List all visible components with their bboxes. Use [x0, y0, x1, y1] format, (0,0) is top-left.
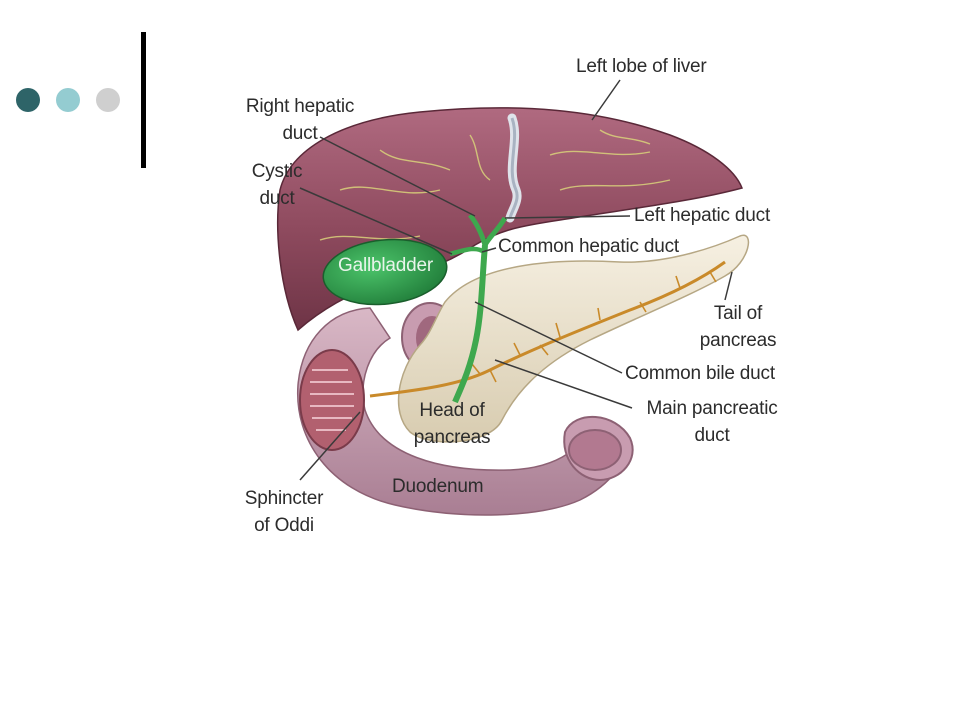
- leader-lines: [299, 79, 733, 481]
- label-main-pancreatic-duct-line1: Main pancreatic: [646, 398, 778, 419]
- anatomy-illustration: [277, 79, 750, 516]
- gallbladder-shape: [322, 238, 448, 306]
- label-duodenum: Duodenum: [392, 476, 484, 497]
- label-tail-of-pancreas-line1: Tail of: [713, 303, 763, 324]
- anatomy-figure: Left lobe of liver Right hepatic duct Cy…: [220, 40, 820, 550]
- label-left-hepatic-duct: Left hepatic duct: [634, 205, 771, 226]
- label-head-of-pancreas-line1: Head of: [419, 400, 485, 421]
- decor-dot-dark: [16, 88, 40, 112]
- label-head-of-pancreas: Head of pancreas: [402, 397, 502, 451]
- label-main-pancreatic-duct-line2: duct: [694, 425, 730, 446]
- label-cystic-duct: Cystic duct: [242, 158, 312, 212]
- label-common-hepatic-duct: Common hepatic duct: [498, 236, 680, 257]
- bile-ducts: [449, 213, 508, 404]
- label-right-hepatic-duct-line1: Right hepatic: [245, 96, 355, 117]
- label-left-lobe-of-liver: Left lobe of liver: [576, 56, 707, 77]
- label-head-of-pancreas-line2: pancreas: [413, 427, 491, 448]
- leader-tail: [724, 271, 733, 301]
- vertical-rule: [141, 32, 146, 168]
- label-cystic-duct-line2: duct: [259, 188, 295, 209]
- leader-common-bile: [474, 301, 623, 374]
- label-tail-of-pancreas-line2: pancreas: [699, 330, 777, 351]
- leader-right-hepatic: [319, 136, 476, 217]
- label-gallbladder: Gallbladder: [338, 255, 433, 276]
- decor-dot-light: [56, 88, 80, 112]
- leader-sphincter: [299, 411, 361, 481]
- decor-dot-gray: [96, 88, 120, 112]
- leader-cystic: [299, 187, 453, 255]
- pancreas-shape: [369, 234, 750, 443]
- label-sphincter-of-oddi: Sphincter of Oddi: [232, 485, 336, 539]
- leader-left-lobe: [591, 79, 621, 121]
- label-sphincter-of-oddi-line2: of Oddi: [254, 515, 314, 536]
- leader-main-pancreatic: [494, 359, 633, 409]
- slide-decoration: [0, 0, 140, 140]
- leader-common-hepatic: [481, 247, 497, 253]
- label-tail-of-pancreas: Tail of pancreas: [690, 300, 786, 354]
- label-right-hepatic-duct-line2: duct: [282, 123, 318, 144]
- leader-left-hepatic: [504, 215, 631, 219]
- label-main-pancreatic-duct: Main pancreatic duct: [632, 395, 792, 449]
- label-common-bile-duct: Common bile duct: [625, 363, 775, 384]
- label-cystic-duct-line1: Cystic: [251, 161, 303, 182]
- label-sphincter-of-oddi-line1: Sphincter: [244, 488, 324, 509]
- label-right-hepatic-duct: Right hepatic duct: [235, 93, 365, 147]
